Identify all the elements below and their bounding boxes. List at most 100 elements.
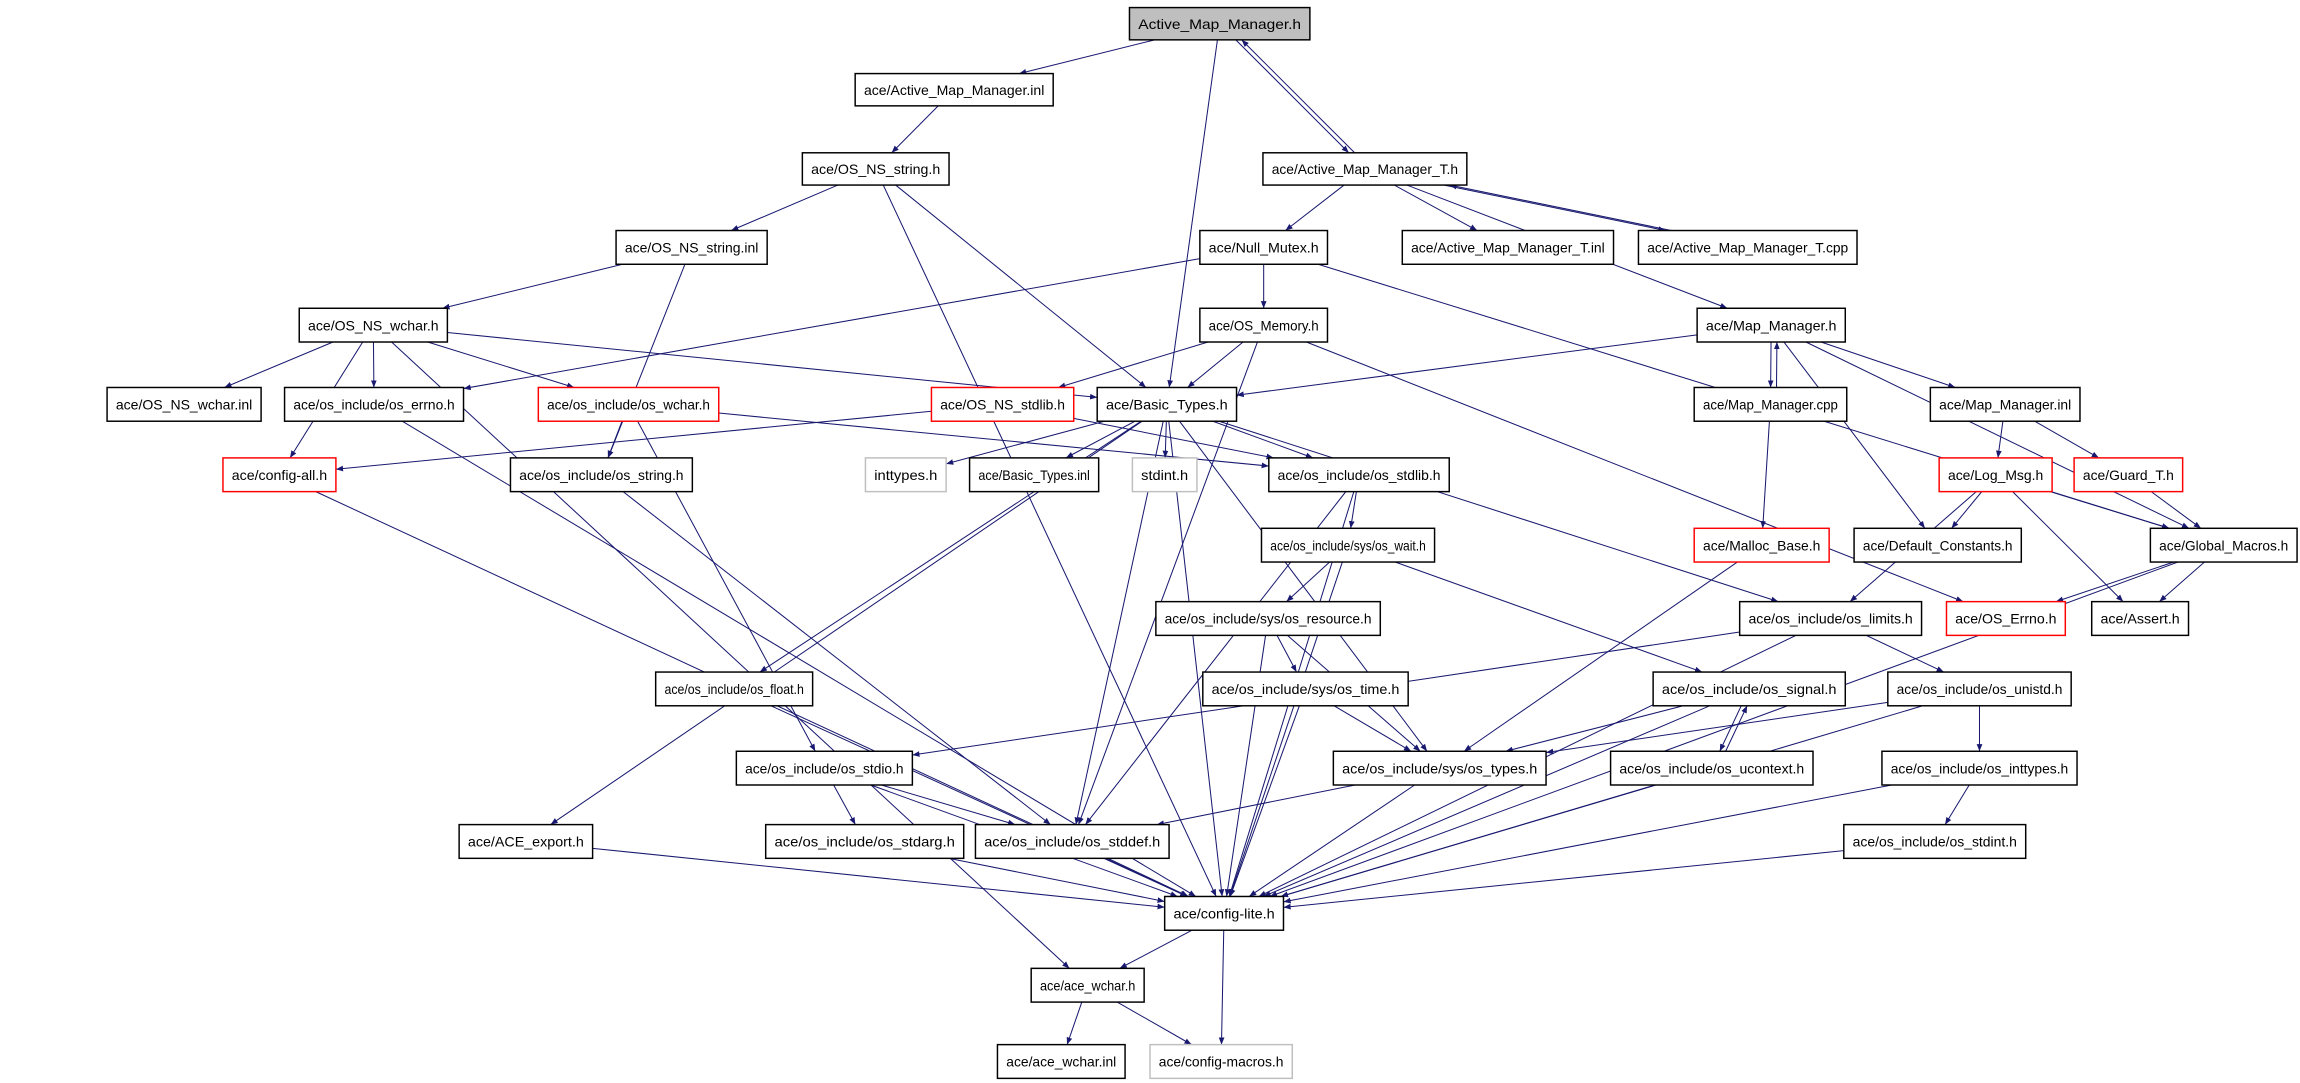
node-amm_t_h[interactable]: ace/Active_Map_Manager_T.h bbox=[1262, 152, 1468, 186]
node-os_stddef[interactable]: ace/os_include/os_stddef.h bbox=[974, 823, 1170, 860]
node-label: ace/Default_Constants.h bbox=[1863, 537, 2013, 553]
node-label: ace/os_include/sys/os_wait.h bbox=[1270, 537, 1425, 553]
node-ns_wchar_inl[interactable]: ace/OS_NS_wchar.inl bbox=[106, 386, 262, 422]
node-label: ace/Malloc_Base.h bbox=[1703, 537, 1820, 553]
node-map_inl[interactable]: ace/Map_Manager.inl bbox=[1929, 386, 2081, 422]
node-label: ace/OS_NS_wchar.inl bbox=[116, 396, 252, 412]
node-label: ace/os_include/os_float.h bbox=[664, 681, 803, 697]
edge-basic_types-to-os_stdlib bbox=[1212, 420, 1314, 459]
node-box bbox=[735, 750, 914, 786]
node-global_macros[interactable]: ace/Global_Macros.h bbox=[2149, 527, 2298, 563]
node-os_float[interactable]: ace/os_include/os_float.h bbox=[654, 671, 814, 707]
node-log_msg[interactable]: ace/Log_Msg.h bbox=[1938, 457, 2053, 493]
node-box bbox=[1693, 527, 1830, 563]
node-label: ace/OS_Memory.h bbox=[1209, 317, 1319, 333]
node-box bbox=[1163, 895, 1285, 931]
edge-os_types-to-config_lite bbox=[1248, 784, 1415, 897]
edge-log_msg-to-assert bbox=[2012, 491, 2124, 603]
node-ns_stdlib[interactable]: ace/OS_NS_stdlib.h bbox=[930, 386, 1075, 422]
edge-log_msg-to-default_constants bbox=[1951, 491, 1983, 529]
node-os_stdlib[interactable]: ace/os_include/os_stdlib.h bbox=[1268, 457, 1450, 493]
node-ns_string_h[interactable]: ace/OS_NS_string.h bbox=[801, 152, 950, 186]
node-os_wchar[interactable]: ace/os_include/os_wchar.h bbox=[537, 386, 720, 422]
node-box bbox=[1738, 600, 1923, 637]
node-map_cpp[interactable]: ace/Map_Manager.cpp bbox=[1693, 386, 1848, 422]
node-basic_types[interactable]: ace/Basic_Types.h bbox=[1096, 386, 1238, 422]
node-box bbox=[1938, 457, 2053, 493]
edge-os_memory-to-basic_types bbox=[1187, 341, 1244, 388]
node-guard_t[interactable]: ace/Guard_T.h bbox=[2073, 457, 2184, 493]
edge-amm_inl-to-ns_string_h bbox=[891, 105, 939, 154]
node-label: ace/ace_wchar.h bbox=[1040, 977, 1135, 993]
node-box bbox=[1260, 527, 1436, 563]
node-box bbox=[1268, 457, 1450, 493]
node-ace_wchar_h[interactable]: ace/ace_wchar.h bbox=[1030, 967, 1145, 1003]
node-os_types[interactable]: ace/os_include/sys/os_types.h bbox=[1332, 750, 1547, 786]
node-box bbox=[106, 386, 262, 422]
node-map_h[interactable]: ace/Map_Manager.h bbox=[1696, 307, 1847, 343]
node-null_mutex[interactable]: ace/Null_Mutex.h bbox=[1199, 229, 1329, 266]
node-amm_h[interactable]: Active_Map_Manager.h bbox=[1128, 6, 1311, 41]
node-label: ace/OS_NS_wchar.h bbox=[308, 317, 439, 333]
node-stdint[interactable]: stdint.h bbox=[1131, 457, 1198, 493]
node-box bbox=[2090, 600, 2190, 637]
node-malloc_base[interactable]: ace/Malloc_Base.h bbox=[1693, 527, 1830, 563]
edge-os_stdarg-to-config_lite bbox=[948, 857, 1165, 903]
node-inttypes[interactable]: inttypes.h bbox=[864, 457, 947, 493]
edge-ace_wchar_h-to-config_macros bbox=[1116, 1001, 1192, 1046]
edge-os_time-to-os_types bbox=[1333, 705, 1412, 752]
node-os_stdio[interactable]: ace/os_include/os_stdio.h bbox=[735, 750, 914, 786]
node-ace_export[interactable]: ace/ACE_export.h bbox=[458, 823, 594, 860]
node-os_errno_ace[interactable]: ace/OS_Errno.h bbox=[1945, 600, 2067, 637]
node-box bbox=[509, 457, 694, 493]
edge-os_stddef-to-config_lite bbox=[1107, 857, 1189, 897]
node-os_ucontext[interactable]: ace/os_include/os_ucontext.h bbox=[1609, 750, 1814, 786]
node-os_stdint[interactable]: ace/os_include/os_stdint.h bbox=[1843, 823, 2027, 860]
node-os_string[interactable]: ace/os_include/os_string.h bbox=[509, 457, 694, 493]
node-os_stdarg[interactable]: ace/os_include/os_stdarg.h bbox=[764, 823, 965, 860]
node-basic_types_inl[interactable]: ace/Basic_Types.inl bbox=[968, 457, 1100, 493]
node-label: ace/config-lite.h bbox=[1173, 905, 1274, 921]
node-os_memory[interactable]: ace/OS_Memory.h bbox=[1199, 307, 1329, 343]
node-assert[interactable]: ace/Assert.h bbox=[2090, 600, 2190, 637]
edge-os_memory-to-os_stddef bbox=[1078, 341, 1258, 825]
node-amm_t_cpp[interactable]: ace/Active_Map_Manager_T.cpp bbox=[1637, 229, 1858, 266]
node-os_inttypes[interactable]: ace/os_include/os_inttypes.h bbox=[1881, 750, 2078, 786]
edge-amm_t_h-to-amm_h bbox=[1241, 39, 1355, 154]
node-ns_wchar_h[interactable]: ace/OS_NS_wchar.h bbox=[298, 307, 449, 343]
node-os_resource[interactable]: ace/os_include/sys/os_resource.h bbox=[1155, 600, 1382, 637]
node-amm_inl[interactable]: ace/Active_Map_Manager.inl bbox=[854, 72, 1054, 107]
edge-ns_string_inl-to-ns_wchar_h bbox=[442, 263, 623, 310]
node-box bbox=[298, 307, 449, 343]
node-config_all[interactable]: ace/config-all.h bbox=[222, 457, 337, 493]
node-label: ace/Active_Map_Manager.inl bbox=[864, 82, 1044, 98]
node-box bbox=[1929, 386, 2081, 422]
node-label: ace/Assert.h bbox=[2101, 611, 2180, 627]
edge-ns_string_inl-to-os_string bbox=[607, 264, 686, 459]
node-os_limits[interactable]: ace/os_include/os_limits.h bbox=[1738, 600, 1923, 637]
node-amm_t_inl[interactable]: ace/Active_Map_Manager_T.inl bbox=[1401, 229, 1615, 266]
node-os_unistd[interactable]: ace/os_include/os_unistd.h bbox=[1887, 671, 2072, 707]
node-default_constants[interactable]: ace/Default_Constants.h bbox=[1853, 527, 2023, 563]
node-label: ace/ace_wchar.inl bbox=[1006, 1054, 1116, 1070]
edge-log_msg-to-global_macros bbox=[2050, 491, 2170, 529]
node-config_lite[interactable]: ace/config-lite.h bbox=[1163, 895, 1285, 931]
node-os_time[interactable]: ace/os_include/sys/os_time.h bbox=[1202, 671, 1409, 707]
node-os_signal[interactable]: ace/os_include/os_signal.h bbox=[1652, 671, 1847, 707]
node-label: ace/os_include/sys/os_resource.h bbox=[1165, 611, 1372, 627]
edge-os_wait-to-os_resource bbox=[1286, 561, 1330, 603]
node-label: ace/Map_Manager.h bbox=[1706, 317, 1837, 333]
edge-guard_t-to-global_macros bbox=[2150, 491, 2202, 529]
node-config_macros[interactable]: ace/config-macros.h bbox=[1149, 1043, 1294, 1080]
node-label: Active_Map_Manager.h bbox=[1138, 16, 1301, 32]
node-os_errno[interactable]: ace/os_include/os_errno.h bbox=[283, 386, 465, 422]
node-ns_string_inl[interactable]: ace/OS_NS_string.inl bbox=[615, 229, 768, 266]
node-label: ace/os_include/os_stdint.h bbox=[1853, 834, 2017, 850]
edge-ns_string_h-to-config_lite bbox=[882, 184, 1217, 897]
node-label: ace/os_include/os_stdarg.h bbox=[774, 834, 954, 850]
node-ace_wchar_inl[interactable]: ace/ace_wchar.inl bbox=[996, 1043, 1126, 1080]
node-box bbox=[1262, 152, 1468, 186]
node-os_wait[interactable]: ace/os_include/sys/os_wait.h bbox=[1260, 527, 1436, 563]
node-label: ace/Active_Map_Manager_T.h bbox=[1272, 161, 1458, 177]
